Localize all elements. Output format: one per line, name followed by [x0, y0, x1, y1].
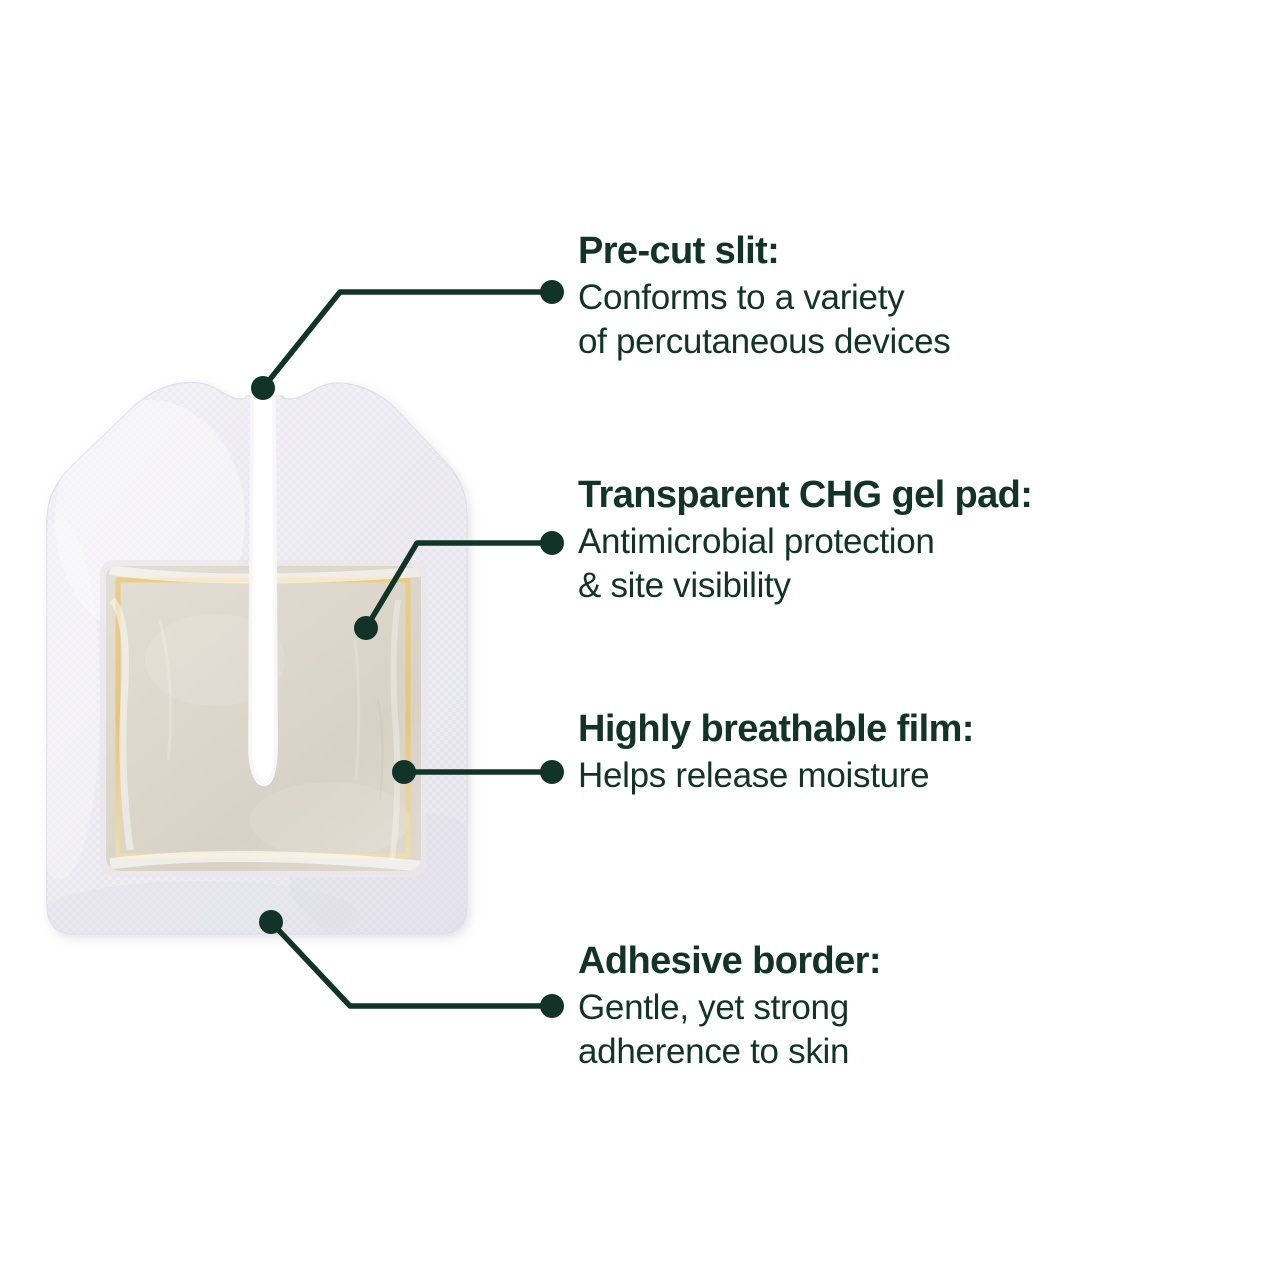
leader-dot-pre-cut-slit-text	[540, 280, 564, 304]
pre-cut-slit	[247, 388, 279, 786]
callout-chg-gel-pad: Transparent CHG gel pad: Antimicrobial p…	[578, 472, 1033, 608]
callout-body-pre-cut-slit: Conforms to a variety of percutaneous de…	[578, 278, 951, 361]
callout-body-breathable-film: Helps release moisture	[578, 756, 930, 795]
leader-dot-breathable-film-text	[540, 760, 564, 784]
leader-dot-chg-gel-pad-text	[540, 531, 564, 555]
dressing-graphic	[46, 381, 468, 935]
callout-body-chg-gel-pad: Antimicrobial protection & site visibili…	[578, 522, 935, 605]
leader-dot-adhesive-border-text	[540, 994, 564, 1018]
slit-channel	[249, 388, 278, 786]
callout-title-adhesive-border: Adhesive border:	[578, 940, 882, 982]
callout-title-pre-cut-slit: Pre-cut slit:	[578, 230, 780, 272]
callout-body-adhesive-border: Gentle, yet strong adherence to skin	[578, 988, 850, 1071]
callout-adhesive-border: Adhesive border: Gentle, yet strong adhe…	[578, 938, 882, 1074]
callout-breathable-film: Highly breathable film: Helps release mo…	[578, 706, 974, 798]
callout-title-chg-gel-pad: Transparent CHG gel pad:	[578, 474, 1033, 516]
callout-title-breathable-film: Highly breathable film:	[578, 708, 974, 750]
product-illustration	[0, 0, 540, 1280]
callout-pre-cut-slit: Pre-cut slit: Conforms to a variety of p…	[578, 228, 951, 364]
